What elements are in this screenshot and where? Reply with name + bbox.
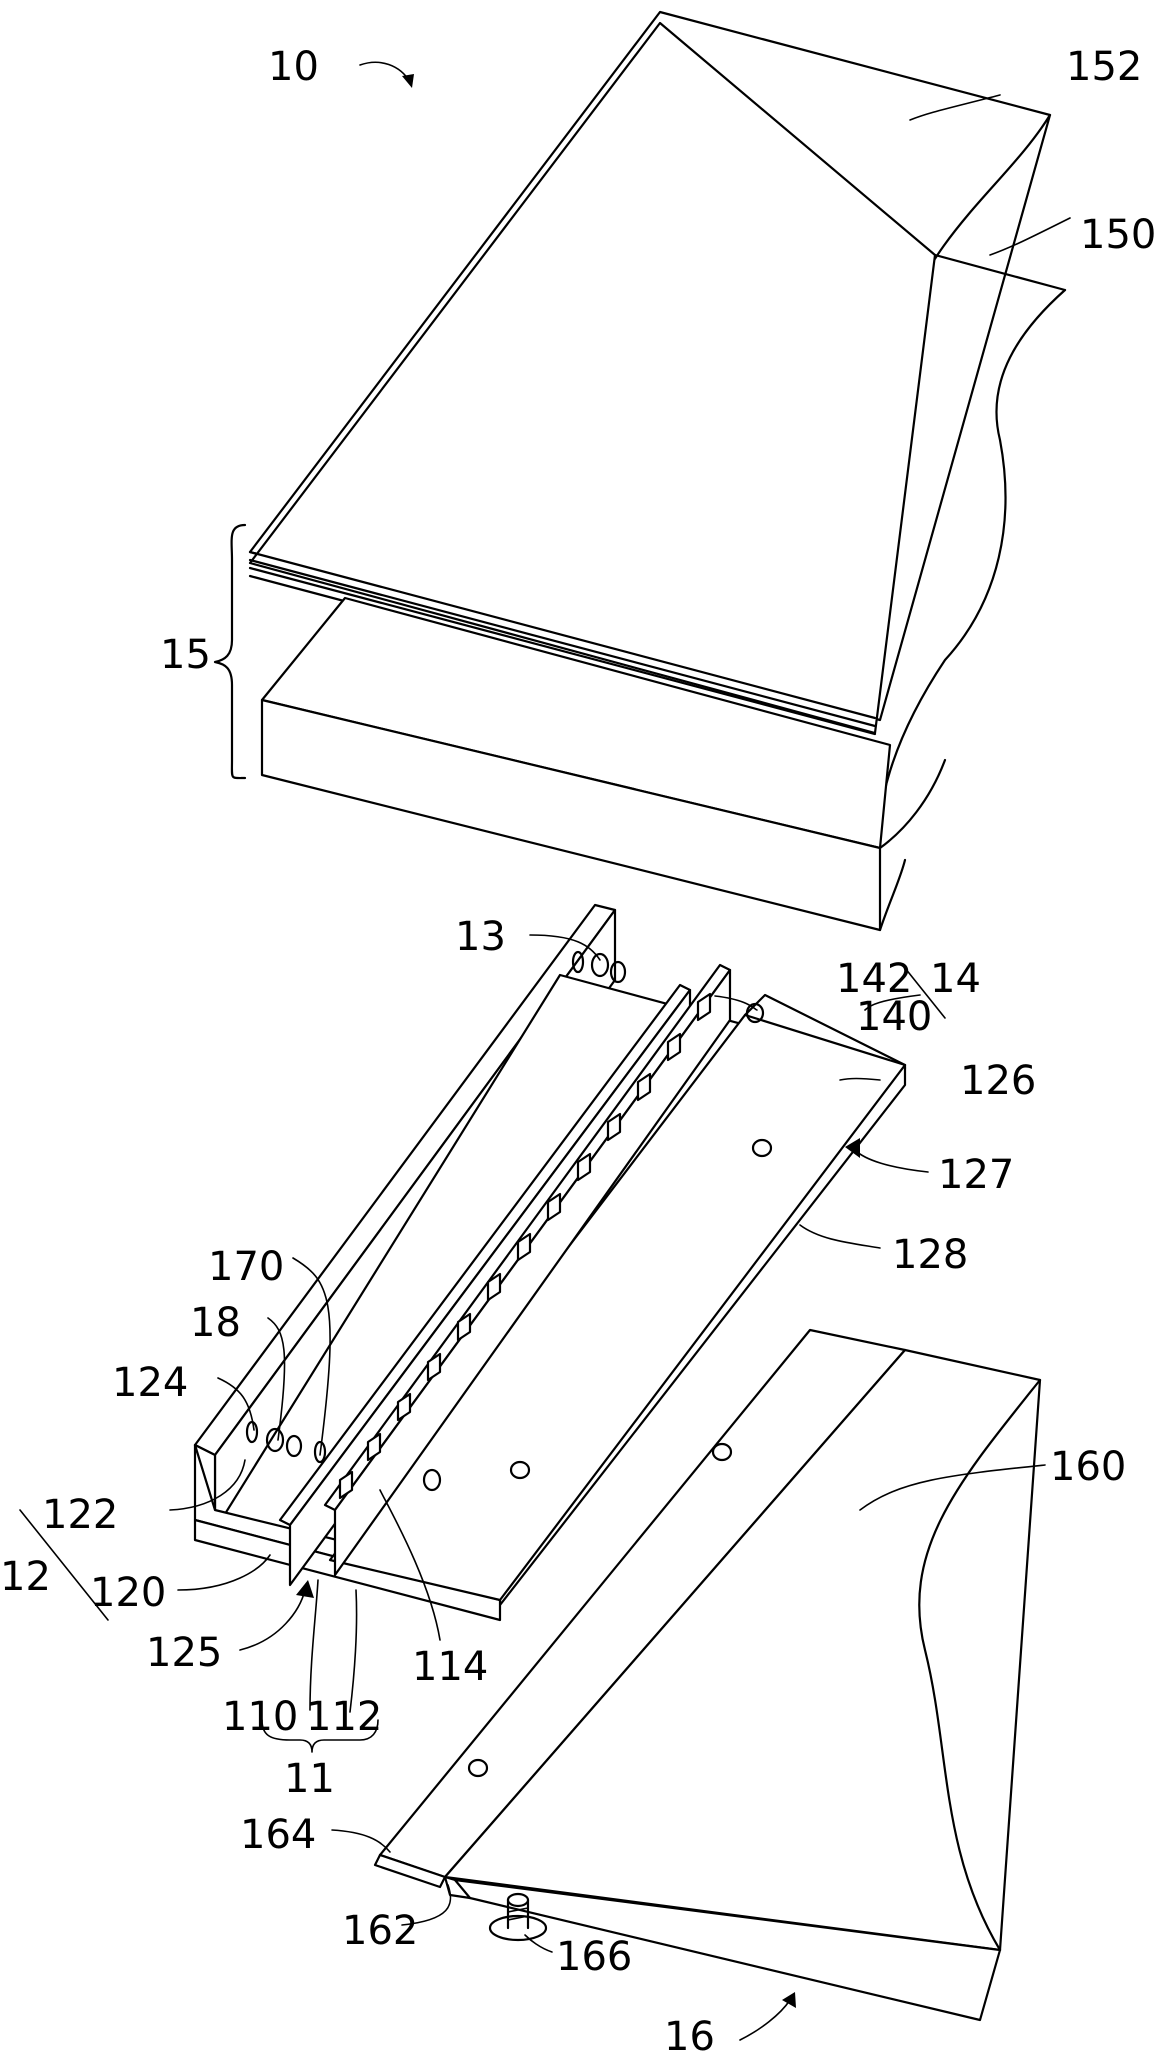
- label-110: 110: [222, 1694, 298, 1740]
- label-162: 162: [342, 1908, 418, 1954]
- label-152: 152: [1066, 44, 1142, 90]
- label-166: 166: [556, 1934, 632, 1980]
- label-14: 14: [930, 956, 981, 1002]
- label-16: 16: [664, 2014, 715, 2056]
- label-15: 15: [160, 632, 211, 678]
- label-11: 11: [284, 1756, 335, 1802]
- label-150: 150: [1080, 212, 1156, 258]
- label-125: 125: [146, 1630, 222, 1676]
- label-140: 140: [856, 994, 932, 1040]
- label-10: 10: [268, 44, 319, 90]
- label-124: 124: [112, 1360, 188, 1406]
- label-12: 12: [0, 1554, 51, 1600]
- label-126: 126: [960, 1058, 1036, 1104]
- label-122: 122: [42, 1492, 118, 1538]
- label-120: 120: [90, 1570, 166, 1616]
- label-127: 127: [938, 1152, 1014, 1198]
- label-128: 128: [892, 1232, 968, 1278]
- brace-15: [215, 525, 245, 778]
- label-170: 170: [208, 1244, 284, 1290]
- label-112: 112: [306, 1694, 382, 1740]
- label-13: 13: [455, 914, 506, 960]
- label-164: 164: [240, 1812, 316, 1858]
- label-18: 18: [190, 1300, 241, 1346]
- label-160: 160: [1050, 1444, 1126, 1490]
- label-114: 114: [412, 1644, 488, 1690]
